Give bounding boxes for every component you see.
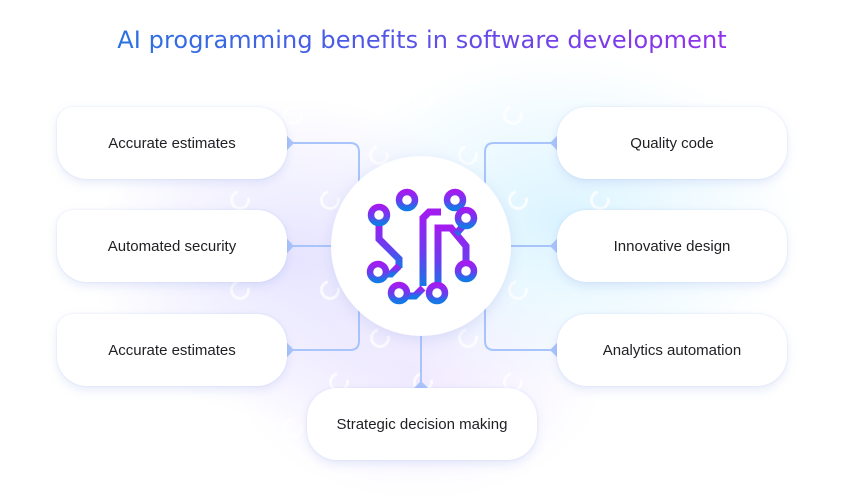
benefit-label: Analytics automation [602, 341, 742, 359]
benefit-card-analytics-automation: Analytics automation [557, 314, 787, 386]
benefit-label: Quality code [630, 134, 714, 152]
benefit-card-innovative-design: Innovative design [557, 210, 787, 282]
benefit-label: Accurate estimates [108, 134, 236, 152]
circuit-brain-icon [366, 188, 478, 305]
benefit-card-automated-security: Automated security [57, 210, 287, 282]
benefit-card-accurate-estimates-1: Accurate estimates [57, 107, 287, 179]
benefit-label: Automated security [107, 237, 237, 255]
benefit-label: Strategic decision making [336, 415, 508, 433]
central-hub [331, 156, 511, 336]
benefit-card-strategic-decision-making: Strategic decision making [307, 388, 537, 460]
benefit-label: Innovative design [613, 237, 731, 255]
benefit-card-quality-code: Quality code [557, 107, 787, 179]
benefit-card-accurate-estimates-2: Accurate estimates [57, 314, 287, 386]
benefit-label: Accurate estimates [108, 341, 236, 359]
page-title: AI programming benefits in software deve… [0, 26, 844, 54]
